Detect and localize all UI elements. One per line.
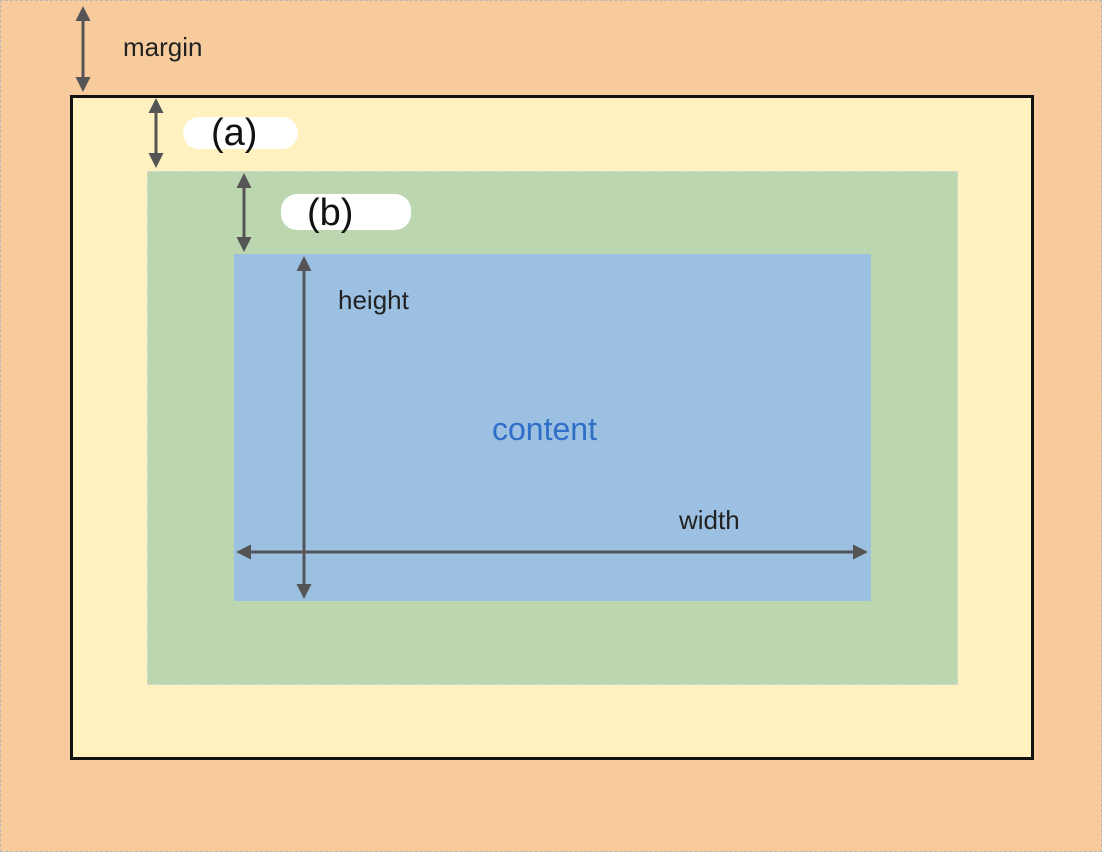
margin-label: margin (123, 32, 203, 62)
blank-label-b: (b) (281, 192, 411, 234)
blank-label-a: (a) (183, 112, 298, 154)
height-label: height (338, 285, 409, 315)
content-label: content (492, 411, 597, 447)
width-label: width (679, 505, 740, 535)
blank-label-b-text: (b) (307, 192, 354, 234)
blank-label-a-text: (a) (211, 112, 258, 154)
content-area (234, 254, 871, 601)
